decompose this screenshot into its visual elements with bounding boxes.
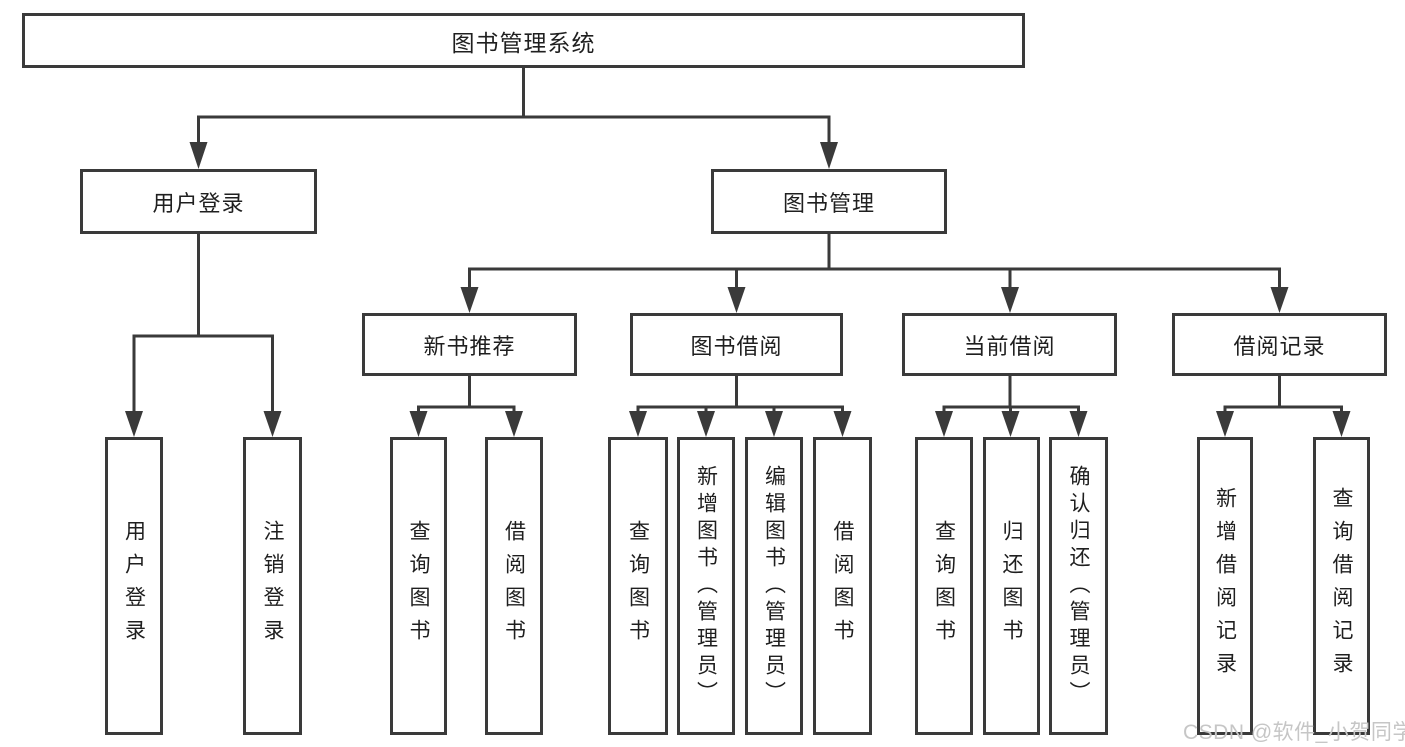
node-borrowing-records: 借阅记录 — [1172, 313, 1387, 376]
node-user-login: 用户登录 — [80, 169, 317, 234]
node-label: 图书管理系统 — [451, 29, 596, 56]
leaf-label: 查询图书 — [626, 520, 650, 652]
leaf-label: 注销登录 — [261, 520, 284, 652]
node-book-borrowing: 图书借阅 — [630, 313, 843, 376]
leaf-label: 借阅图书 — [502, 520, 526, 652]
leaf-query-books: 查询图书 — [915, 437, 973, 735]
node-label: 用户登录 — [152, 190, 245, 216]
leaf-user-login: 用户登录 — [105, 437, 163, 735]
node-book-management: 图书管理 — [711, 169, 947, 234]
node-label: 图书借阅 — [690, 333, 783, 359]
leaf-borrow-books: 借阅图书 — [485, 437, 543, 735]
node-new-book-recommendation: 新书推荐 — [362, 313, 577, 376]
arrow-down-icon — [697, 411, 715, 437]
arrow-down-icon — [189, 142, 208, 169]
leaf-return-books: 归还图书 — [983, 437, 1040, 735]
arrow-down-icon — [820, 142, 838, 169]
arrow-down-icon — [765, 411, 783, 437]
leaf-query-books: 查询图书 — [608, 437, 668, 735]
leaf-label: 新增图书（管理员） — [694, 464, 718, 708]
node-current-borrowing: 当前借阅 — [902, 313, 1117, 376]
leaf-label: 归还图书 — [1000, 520, 1023, 652]
leaf-label: 用户登录 — [122, 520, 146, 652]
leaf-edit-books-admin: 编辑图书（管理员） — [745, 437, 803, 735]
leaf-label: 查询借阅记录 — [1330, 487, 1353, 685]
arrow-down-icon — [935, 411, 953, 437]
leaf-borrow-books: 借阅图书 — [813, 437, 872, 735]
arrow-down-icon — [727, 287, 746, 313]
leaf-label: 确认归还（管理员） — [1067, 464, 1090, 708]
arrow-down-icon — [1270, 287, 1289, 313]
node-label: 借阅记录 — [1233, 333, 1326, 359]
arrow-down-icon — [409, 411, 428, 437]
arrow-down-icon — [1069, 411, 1088, 437]
arrow-down-icon — [629, 411, 647, 437]
leaf-add-books-admin: 新增图书（管理员） — [677, 437, 735, 735]
leaf-logout: 注销登录 — [243, 437, 302, 735]
arrow-down-icon — [1216, 411, 1234, 437]
arrow-down-icon — [1001, 411, 1020, 437]
csdn-watermark: CSDN @软件_小贺同学 — [1183, 721, 1405, 744]
arrow-down-icon — [1332, 411, 1351, 437]
arrow-down-icon — [460, 287, 479, 313]
arrow-down-icon — [505, 411, 523, 437]
leaf-label: 编辑图书（管理员） — [762, 464, 786, 708]
arrow-down-icon — [125, 411, 143, 437]
node-label: 新书推荐 — [423, 333, 516, 359]
leaf-label: 查询图书 — [407, 520, 430, 652]
node-label: 当前借阅 — [963, 333, 1056, 359]
node-library-management-system: 图书管理系统 — [22, 13, 1025, 68]
leaf-label: 借阅图书 — [831, 520, 854, 652]
leaf-query-books: 查询图书 — [390, 437, 447, 735]
arrow-down-icon — [1001, 287, 1019, 313]
leaf-confirm-return-admin: 确认归还（管理员） — [1049, 437, 1108, 735]
leaf-query-borrow-record: 查询借阅记录 — [1313, 437, 1370, 735]
arrow-down-icon — [263, 411, 282, 437]
arrow-down-icon — [833, 411, 852, 437]
leaf-label: 查询图书 — [932, 520, 956, 652]
leaf-add-borrow-record: 新增借阅记录 — [1197, 437, 1253, 735]
node-label: 图书管理 — [782, 190, 875, 216]
leaf-label: 新增借阅记录 — [1213, 487, 1237, 685]
